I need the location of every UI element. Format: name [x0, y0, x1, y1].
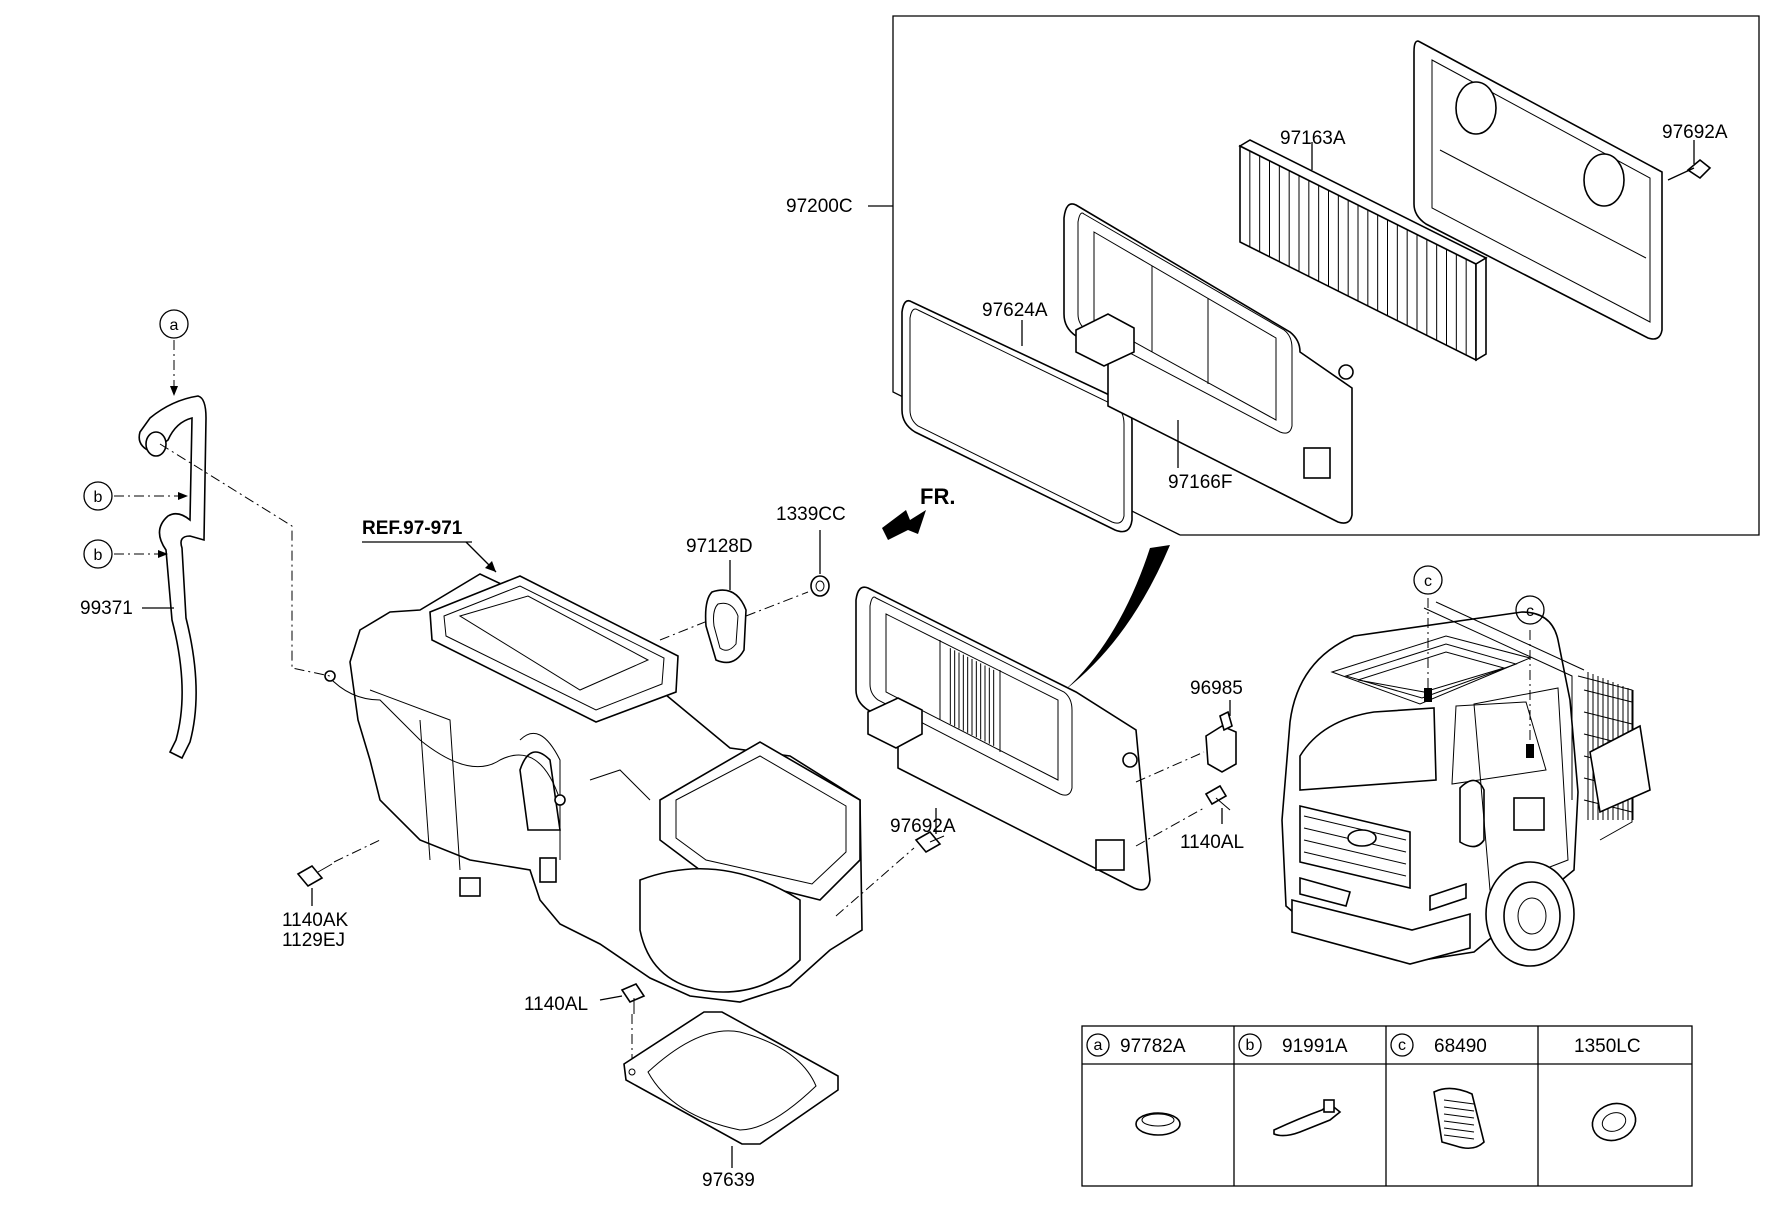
svg-text:b: b — [94, 489, 103, 506]
parts-table: a 97782A b 91991A c 68490 1350LC — [1081, 1025, 1693, 1187]
callout-c-1: c — [1413, 565, 1443, 595]
label-97692A-top: 97692A — [1662, 122, 1728, 143]
svg-text:a: a — [170, 317, 179, 334]
callout-b-2: b — [83, 539, 113, 569]
housing-97166F — [1063, 203, 1354, 524]
table-cell-1350LC: 1350LC — [1574, 1036, 1641, 1142]
truck-illustration — [1281, 598, 1651, 967]
hose-99371 — [138, 395, 207, 760]
bolt-1140AL-bottom — [599, 983, 646, 1066]
label-1339CC: 1339CC — [776, 504, 846, 525]
bolt-1140AL-right — [1135, 784, 1231, 847]
label-97624A: 97624A — [982, 300, 1048, 321]
label-97128D: 97128D — [686, 536, 753, 557]
label-97692A-mid: 97692A — [890, 816, 956, 837]
table-cell-91991A: b 91991A — [1238, 1033, 1348, 1137]
label-97163A: 97163A — [1280, 128, 1346, 149]
label-99371: 99371 — [80, 598, 133, 619]
bolt-1140AK — [296, 839, 381, 906]
screw-97692A-mid — [835, 808, 945, 917]
hose-connector — [159, 443, 331, 677]
housing-ribs — [949, 648, 995, 746]
rack-rail — [1583, 711, 1633, 725]
svg-text:c: c — [1398, 1037, 1406, 1054]
clip-rib — [1443, 1106, 1475, 1112]
callout-b-1: b — [83, 481, 113, 511]
callout-c-2: c — [1515, 595, 1545, 625]
seal-97128D — [659, 560, 747, 664]
screw-97692A-top — [1667, 158, 1712, 181]
clip-ribs — [1443, 1099, 1475, 1140]
gasket-97639 — [623, 1011, 839, 1168]
label-96985: 96985 — [1190, 678, 1243, 699]
clip-rib — [1443, 1113, 1475, 1119]
rack-rail — [1583, 689, 1633, 703]
hvac-module — [324, 573, 863, 1003]
filter-inset — [868, 15, 1760, 536]
svg-text:97782A: 97782A — [1120, 1036, 1186, 1057]
label-1129EJ: 1129EJ — [282, 930, 345, 951]
svg-text:b: b — [94, 547, 103, 564]
filter-cover — [1413, 40, 1663, 340]
label-97639: 97639 — [702, 1170, 755, 1191]
label-1140AL-right: 1140AL — [1180, 832, 1244, 853]
svg-text:c: c — [1526, 603, 1534, 620]
label-97200C: 97200C — [786, 196, 853, 217]
clip-rib — [1443, 1120, 1475, 1126]
sensor-96985 — [1135, 700, 1237, 783]
front-arrow-icon — [882, 510, 926, 540]
svg-text:68490: 68490 — [1434, 1036, 1487, 1057]
detail-arrow — [1065, 545, 1170, 690]
svg-text:b: b — [1246, 1037, 1255, 1054]
label-97166F: 97166F — [1168, 472, 1232, 493]
clip-rib — [1443, 1099, 1475, 1105]
callout-a: a — [159, 309, 189, 339]
svg-text:c: c — [1424, 573, 1432, 590]
filter-housing-main — [855, 586, 1151, 891]
label-front: FR. — [920, 484, 955, 509]
filter-97163A — [1238, 139, 1488, 362]
clip-rib — [1443, 1127, 1475, 1133]
filter-pleats — [1249, 150, 1467, 356]
svg-text:a: a — [1094, 1037, 1103, 1054]
label-ref-97-971: REF.97-971 — [362, 518, 463, 539]
nut-1339CC — [745, 530, 830, 617]
clip-rib — [1443, 1134, 1475, 1140]
svg-text:1350LC: 1350LC — [1574, 1036, 1641, 1057]
table-cell-68490: c 68490 — [1390, 1033, 1487, 1150]
label-1140AK: 1140AK — [282, 910, 349, 931]
label-1140AL-bottom: 1140AL — [524, 994, 588, 1015]
svg-text:91991A: 91991A — [1282, 1036, 1348, 1057]
table-frame — [1081, 1025, 1693, 1187]
callout-leaders — [114, 340, 188, 609]
table-cell-97782A: a 97782A — [1086, 1033, 1186, 1136]
